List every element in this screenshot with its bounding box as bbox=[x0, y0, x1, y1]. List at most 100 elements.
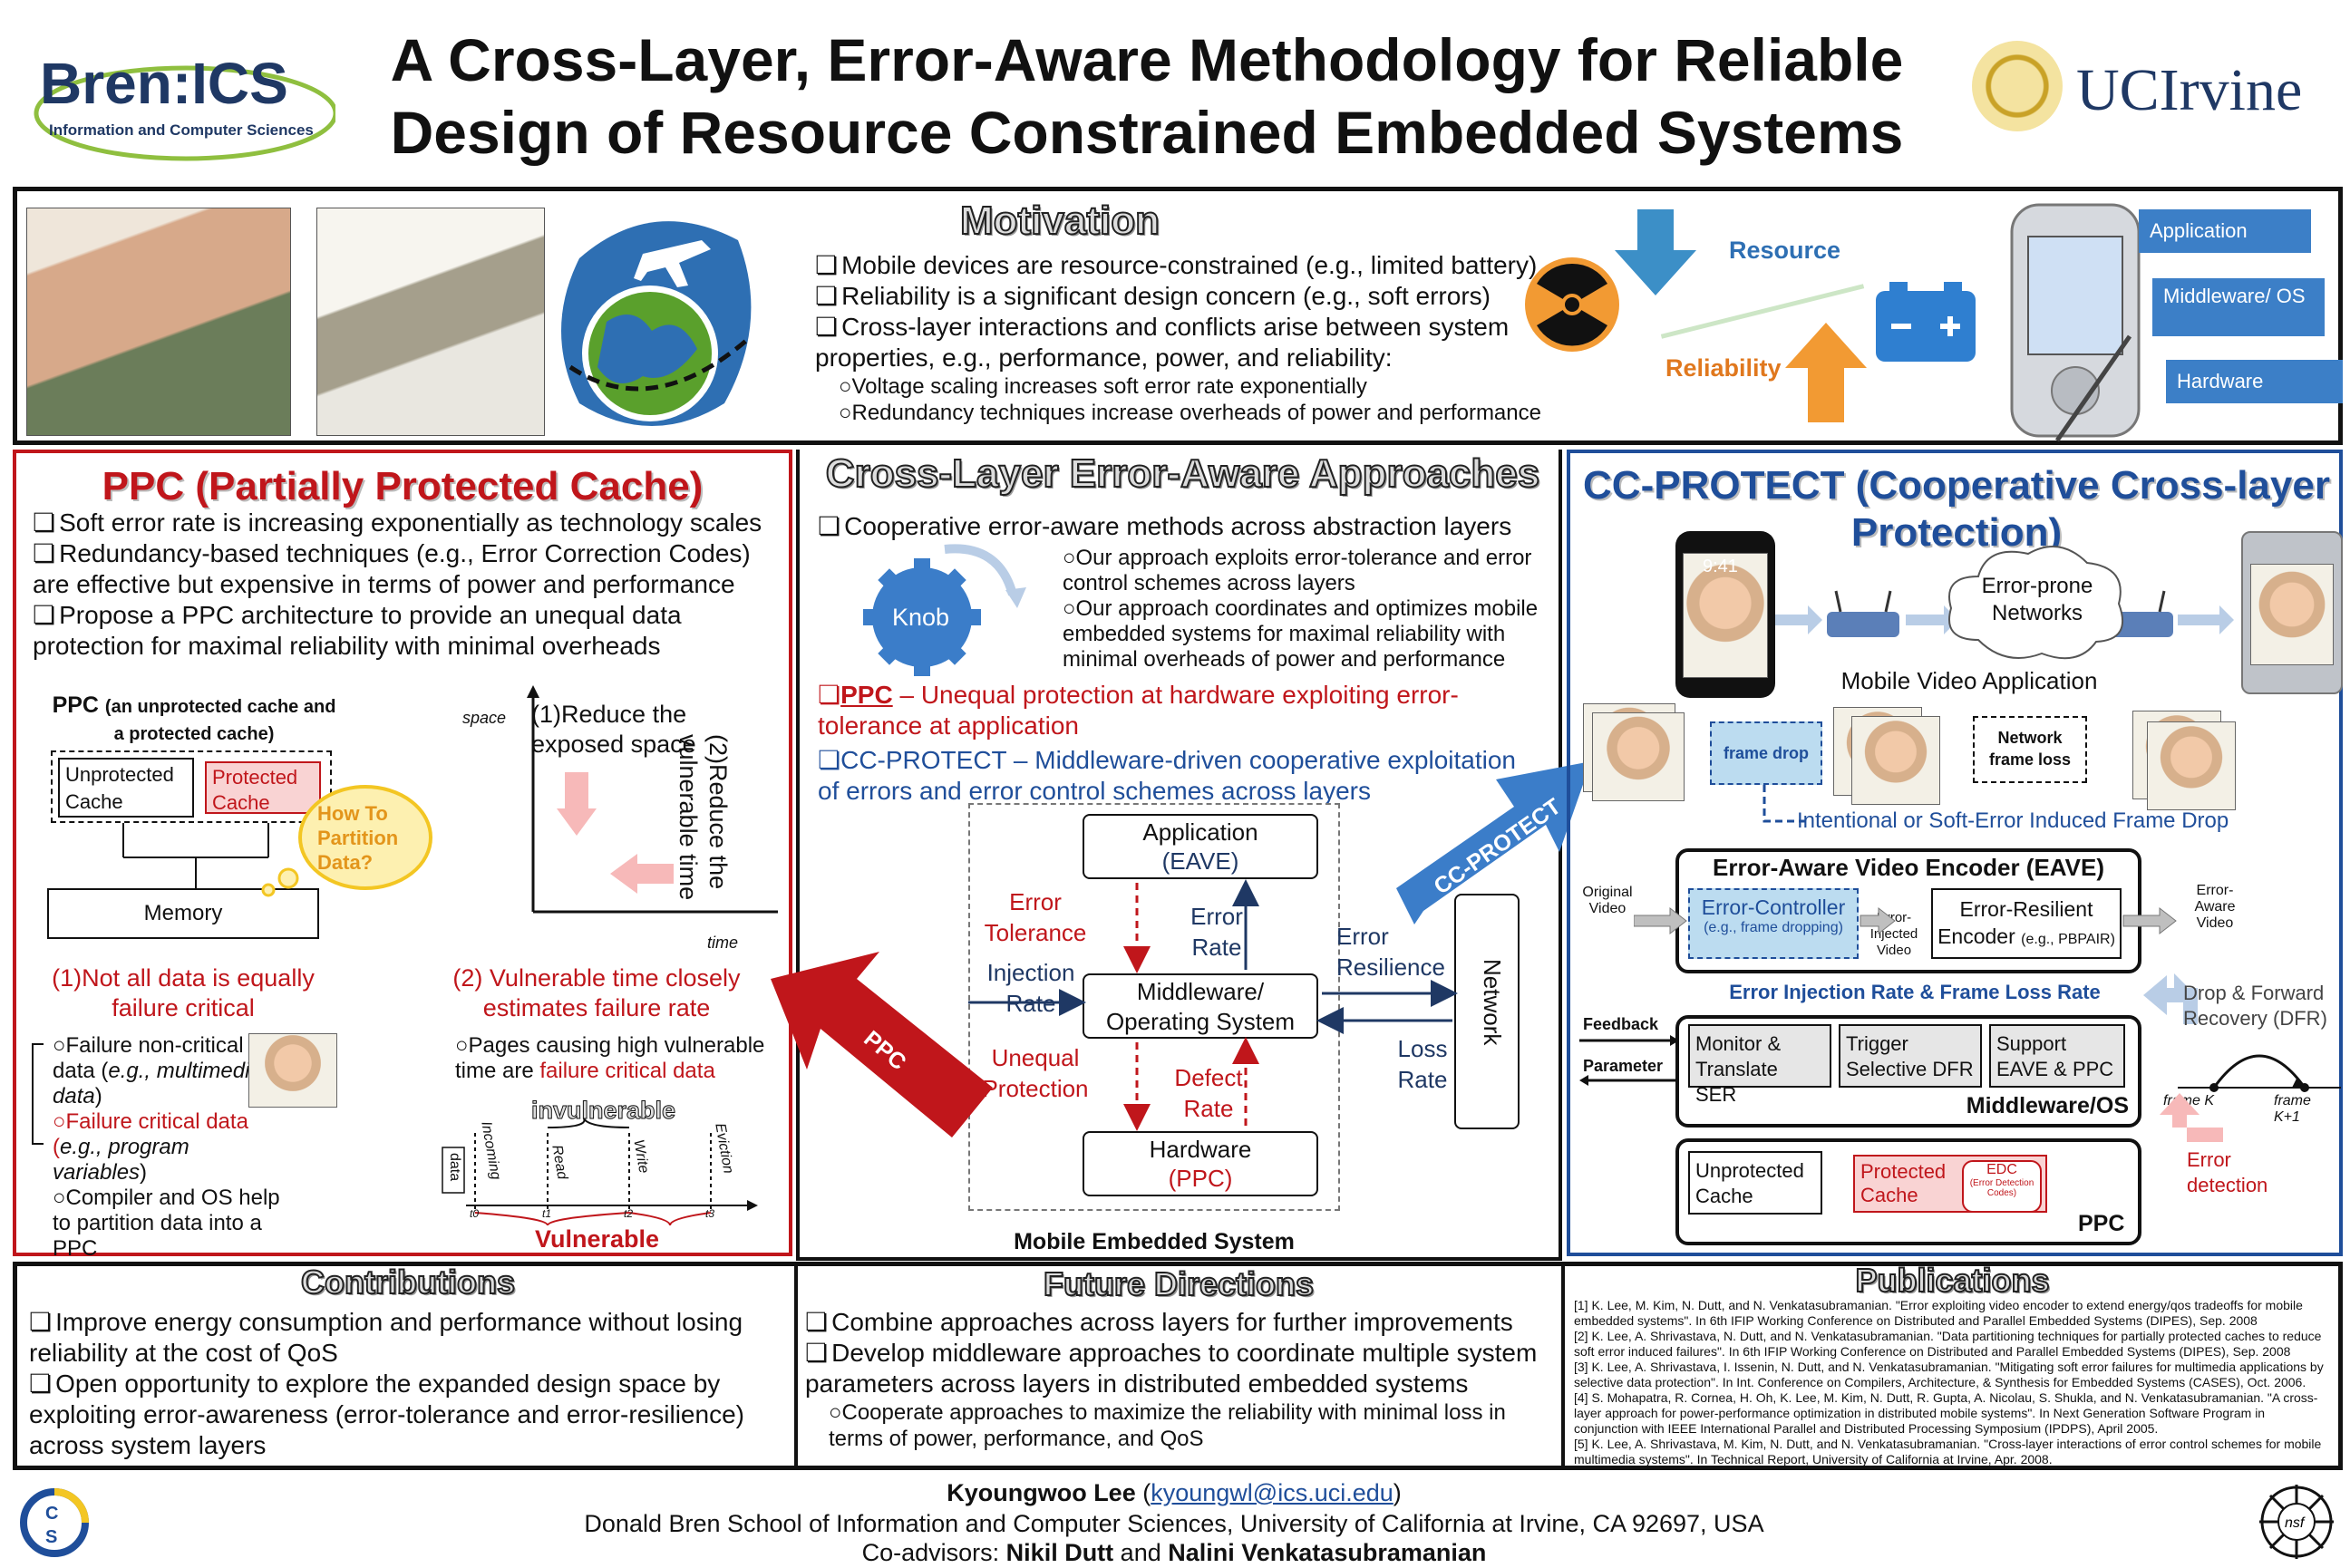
unequal-protection-label: Unequal Protection bbox=[982, 1044, 1089, 1102]
cc-protect-panel: CC-PROTECT (Cooperative Cross-layer Prot… bbox=[1567, 450, 2343, 1256]
sub-bullet-icon: ○ bbox=[53, 1109, 66, 1134]
logo-uci: UCIrvine bbox=[2076, 57, 2303, 123]
cc-ppc-label: PPC bbox=[2078, 1211, 2125, 1236]
contributions-title: Contributions bbox=[300, 1263, 516, 1302]
error-tolerance-label: Error Tolerance bbox=[984, 888, 1087, 946]
uci-seal-icon bbox=[1972, 41, 2063, 131]
edc-sub: (Error Detection Codes) bbox=[1969, 1178, 2034, 1198]
cc-unprotected-cache-box: Unprotected Cache bbox=[1688, 1151, 1822, 1215]
future-text: Combine approaches across layers for fur… bbox=[805, 1307, 1558, 1452]
health-monitor-photo bbox=[26, 208, 291, 436]
motivation-sub-1: ○Voltage scaling increases soft error ra… bbox=[815, 373, 1568, 400]
cc-approach-text: CC-PROTECT – Middleware-driven cooperati… bbox=[818, 746, 1517, 805]
application-layer-eave: (EAVE) bbox=[1161, 847, 1239, 875]
logo-bren-ics: Bren:ICS Information and Computer Scienc… bbox=[18, 27, 338, 163]
time-axis-label: time bbox=[707, 934, 739, 952]
error-aware-video-label: Error-Aware Video bbox=[2194, 883, 2236, 931]
t3-label: t3 bbox=[705, 1207, 715, 1220]
pages-red-text: failure critical data bbox=[539, 1059, 715, 1083]
cc-protect-big-arrow-icon: CC-PROTECT bbox=[1396, 752, 1596, 934]
svg-text:C: C bbox=[45, 1504, 58, 1524]
note-vulnerable-time: (2) Vulnerable time closely estimates fa… bbox=[452, 964, 741, 1021]
globe-travel-icon bbox=[543, 204, 770, 440]
logo-subtitle: Information and Computer Sciences bbox=[49, 121, 314, 139]
contribution-1: Improve energy consumption and performan… bbox=[29, 1307, 782, 1369]
cross-sub-2: ○Our approach coordinates and optimizes … bbox=[1063, 596, 1552, 673]
bottom-divider-2 bbox=[1561, 1262, 1565, 1470]
frame-k-arc bbox=[2178, 1054, 2341, 1092]
contributions-text: Improve energy consumption and performan… bbox=[29, 1307, 782, 1461]
parameter-label: Parameter bbox=[1583, 1057, 1664, 1075]
reliability-label: Reliability bbox=[1665, 354, 1782, 382]
motivation-bullet-2: Reliability is a significant design conc… bbox=[815, 281, 1568, 312]
frame-k1-label: frame K+1 bbox=[2274, 1093, 2311, 1125]
field-device-photo bbox=[316, 208, 545, 436]
f3-text: Compiler and OS help to partition data i… bbox=[53, 1186, 280, 1261]
author-email-link[interactable]: kyoungwl@ics.uci.edu bbox=[1151, 1479, 1393, 1506]
ppc-approach-text: – Unequal protection at hardware exploit… bbox=[818, 681, 1459, 740]
space-axis-label: space bbox=[462, 709, 507, 727]
stack-hardware: Hardware bbox=[2166, 360, 2343, 403]
author-name: Kyoungwoo Lee bbox=[947, 1479, 1136, 1506]
cross-bullet-1-text: Cooperative error-aware methods across a… bbox=[818, 512, 1511, 540]
smartphone-photo bbox=[1994, 200, 2157, 445]
bracket-line bbox=[32, 1043, 44, 1145]
data-label: data bbox=[447, 1153, 462, 1182]
f2-italic: e.g., program variables bbox=[53, 1135, 189, 1185]
layer-arrows bbox=[968, 879, 1458, 1131]
compiler-os-help: ○Compiler and OS help to partition data … bbox=[53, 1186, 288, 1262]
hardware-layer-ppc: (PPC) bbox=[1168, 1165, 1233, 1192]
failure-list: ○Failure non-critical data (e.g., multim… bbox=[53, 1033, 288, 1262]
bottom-row bbox=[13, 1262, 2343, 1470]
sub-bullet-icon: ○ bbox=[829, 1400, 842, 1425]
injection-rate-label: Injection Rate bbox=[986, 959, 1075, 1017]
motivation-title: Motivation bbox=[959, 198, 1160, 244]
error-prone-text: Error-prone Networks bbox=[1981, 574, 2093, 625]
ppc-title: PPC (Partially Protected Cache) bbox=[102, 464, 704, 508]
eave-flow-arrows bbox=[1634, 906, 2177, 935]
error-resilient-label: Error-Resilient Encoder bbox=[1937, 897, 2093, 948]
cross-sub-1-text: Our approach exploits error-tolerance an… bbox=[1063, 546, 1532, 595]
cc-approach-checkbox-icon: ❏ bbox=[818, 746, 841, 774]
cross-sub-list: ○Our approach exploits error-tolerance a… bbox=[1063, 546, 1552, 673]
edc-label: EDC bbox=[1986, 1162, 2017, 1177]
cross-sub-2-text: Our approach coordinates and optimizes m… bbox=[1063, 596, 1539, 672]
future-1: Combine approaches across layers for fur… bbox=[805, 1307, 1558, 1338]
middleware-layer-box: Middleware/ Operating System bbox=[1083, 973, 1318, 1039]
feedback-arrows bbox=[1579, 1035, 1679, 1086]
motivation-text: Mobile devices are resource-constrained … bbox=[815, 250, 1568, 426]
nsf-text: nsf bbox=[2285, 1515, 2306, 1531]
hardware-layer-label: Hardware bbox=[1149, 1136, 1252, 1163]
cc-protect-title: CC-PROTECT (Cooperative Cross-layer Prot… bbox=[1583, 463, 2330, 555]
reduce-time-label: (2)Reduce the vulnerable time bbox=[675, 734, 732, 901]
radiation-icon bbox=[1522, 255, 1622, 354]
nsf-logo-icon: nsf bbox=[2258, 1483, 2335, 1561]
eave-title: Error-Aware Video Encoder (EAVE) bbox=[1712, 854, 2104, 881]
ppc-bullet-1: Soft error rate is increasing exponentia… bbox=[33, 508, 785, 538]
loss-rate-label: Loss Rate bbox=[1397, 1035, 1448, 1093]
defect-rate-label: Defect Rate bbox=[1174, 1064, 1243, 1122]
hardware-layer-box: Hardware (PPC) bbox=[1083, 1131, 1318, 1196]
failure-critical: ○Failure critical data (e.g., program va… bbox=[53, 1109, 288, 1186]
future-2: Develop middleware approaches to coordin… bbox=[805, 1338, 1558, 1399]
application-layer-label: Application bbox=[1142, 818, 1258, 846]
network-frame-loss-badge: Network frame loss bbox=[1973, 716, 2087, 783]
ppc-label: PPC (an unprotected cache and a protecte… bbox=[49, 692, 339, 747]
error-controller-label: Error-Controller bbox=[1701, 895, 1846, 919]
pages-text: Pages causing high vulnerable time are bbox=[455, 1033, 765, 1083]
ppc-approach-line: ❏PPC – Unequal protection at hardware ex… bbox=[818, 680, 1543, 741]
ppc-text: Soft error rate is increasing exponentia… bbox=[33, 508, 785, 662]
motivation-bullet-3: Cross-layer interactions and conflicts a… bbox=[815, 312, 1568, 373]
ppc-outer-box: Unprotected Cache Protected Cache bbox=[51, 750, 332, 823]
error-controller-sub: (e.g., frame dropping) bbox=[1704, 920, 1843, 935]
failure-non-critical: ○Failure non-critical data (e.g., multim… bbox=[53, 1033, 288, 1109]
drop-forward-recovery-label: Drop & Forward Recovery (DFR) bbox=[2183, 982, 2327, 1030]
motivation-panel: Motivation Mobile devices are resource-c… bbox=[13, 187, 2343, 445]
dfr-arrow-icon bbox=[2143, 966, 2207, 1030]
publication-item: [1] K. Lee, M. Kim, N. Dutt, and N. Venk… bbox=[1574, 1298, 2303, 1328]
trigger-dfr-box: Trigger Selective DFR bbox=[1839, 1024, 1982, 1088]
iphone-time: 9:41 bbox=[1703, 557, 1738, 576]
knob-label: Knob bbox=[892, 604, 950, 631]
publications-list: [1] K. Lee, M. Kim, N. Dutt, and N. Venk… bbox=[1574, 1298, 2332, 1467]
application-layer-box: Application (EAVE) bbox=[1083, 814, 1318, 879]
